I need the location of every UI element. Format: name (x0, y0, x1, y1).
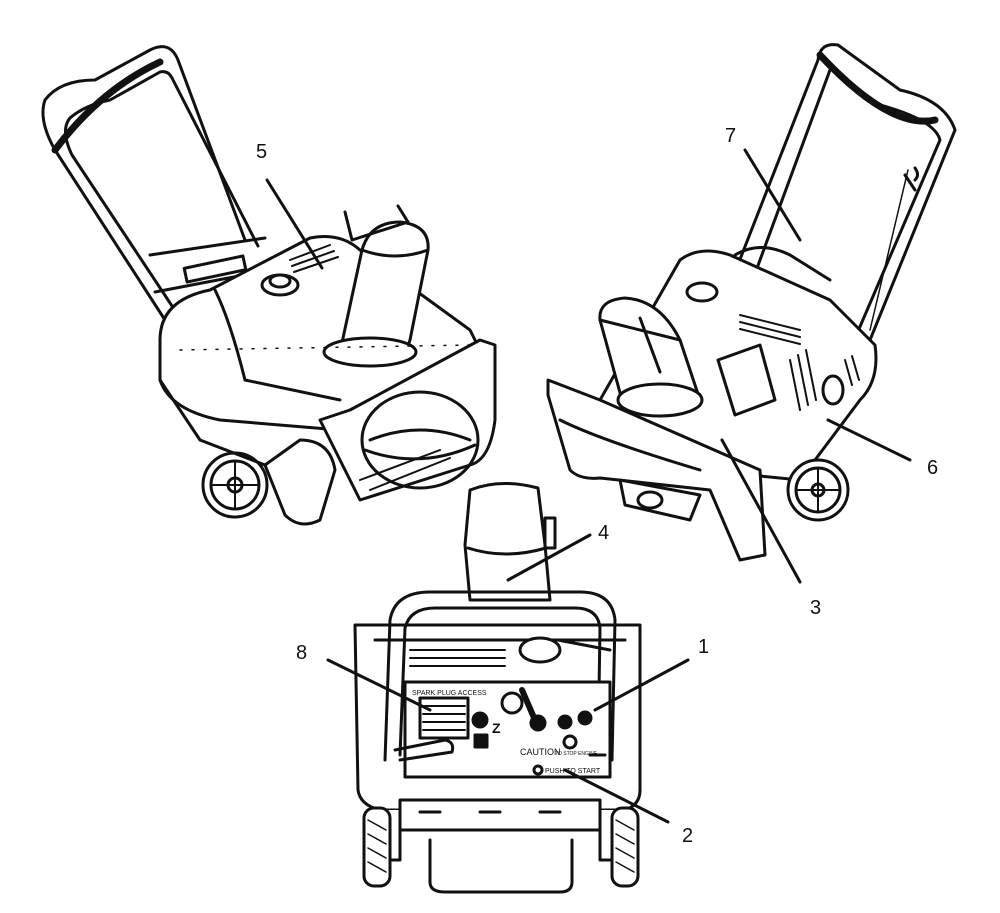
callout-4: 4 (598, 522, 610, 544)
bottom-chute (463, 481, 552, 602)
leader-2 (563, 768, 670, 824)
bottom-left-wheel (362, 806, 392, 888)
callout-8: 8 (296, 642, 308, 664)
leader-3 (720, 438, 802, 584)
bottom-handle (383, 590, 617, 762)
decal-choke: Z (492, 720, 501, 736)
left-view-snowblower (41, 45, 497, 526)
decal-caution: CAUTION (520, 747, 561, 757)
decal-stop: TO STOP ENGINE (555, 751, 598, 757)
right-auger-housing (546, 378, 767, 562)
callout-7: 7 (725, 125, 737, 147)
leader-lines (265, 148, 912, 824)
decal-push-to-start: PUSH TO START (545, 768, 601, 775)
callout-2: 2 (682, 825, 694, 847)
callout-5: 5 (256, 141, 268, 163)
decal-spark-plug: SPARK PLUG ACCESS (412, 690, 487, 697)
right-view-snowblower (546, 43, 957, 562)
leader-1 (593, 658, 690, 712)
callout-1: 1 (698, 636, 710, 658)
leader-4 (506, 533, 592, 582)
leader-5 (265, 178, 324, 270)
bottom-right-wheel (610, 806, 640, 888)
leader-7 (743, 148, 802, 242)
bottom-view-snowblower (353, 481, 642, 894)
left-handle (41, 45, 247, 322)
leader-8 (326, 658, 432, 712)
callout-3: 3 (810, 597, 822, 619)
callout-6: 6 (927, 457, 939, 479)
leader-6 (826, 418, 912, 462)
